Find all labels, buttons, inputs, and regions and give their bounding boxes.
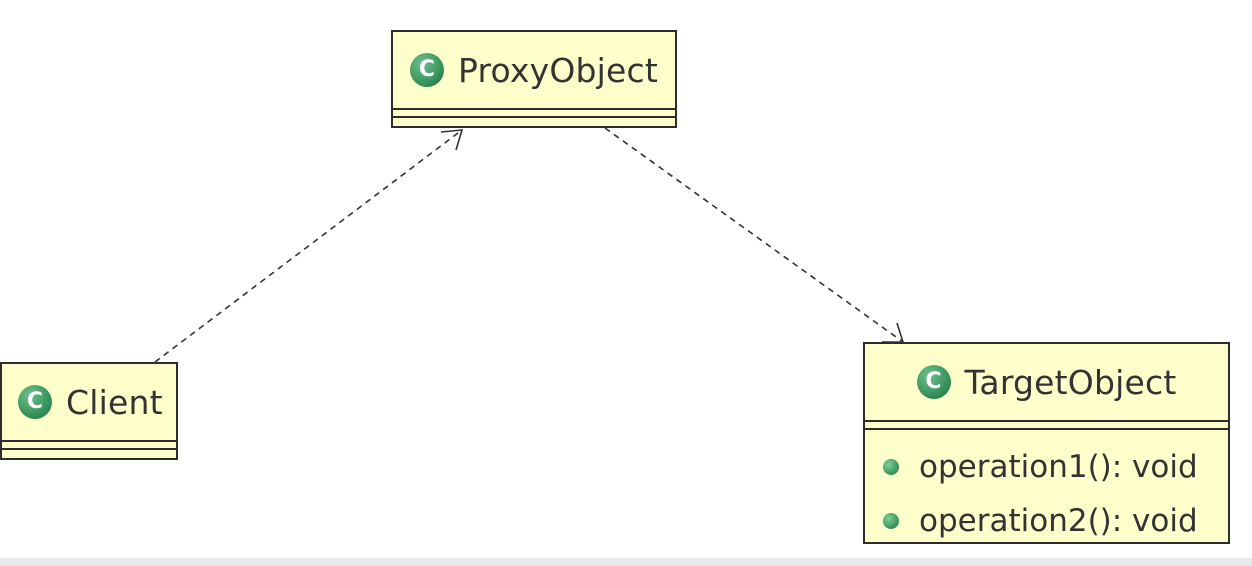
attributes-section-client — [2, 442, 176, 450]
class-icon: C — [18, 385, 52, 419]
class-name-proxyobject: ProxyObject — [457, 50, 659, 90]
class-icon: C — [916, 365, 951, 399]
method-row[interactable]: operation1(): void — [883, 440, 1228, 494]
class-header-targetobject: C TargetObject — [865, 344, 1228, 422]
class-header-client: C Client — [2, 364, 176, 442]
dependency-arrowhead-target — [882, 322, 905, 343]
method-signature: operation2(): void — [919, 503, 1198, 539]
class-name-client: Client — [66, 382, 163, 422]
dependency-arrowhead-proxy — [440, 129, 464, 151]
method-row[interactable]: operation2(): void — [883, 494, 1228, 548]
class-icon: C — [409, 53, 444, 87]
class-box-targetobject[interactable]: C TargetObject operation1(): void operat… — [863, 342, 1230, 544]
class-name-targetobject: TargetObject — [964, 362, 1177, 402]
method-signature: operation1(): void — [919, 449, 1198, 485]
dependency-proxy-to-target[interactable] — [604, 127, 904, 343]
operations-section-proxyobject — [393, 118, 675, 126]
attributes-section-proxyobject — [393, 110, 675, 118]
class-header-proxyobject: C ProxyObject — [393, 32, 675, 110]
bottom-border-strip — [0, 558, 1252, 566]
operations-section-client — [2, 450, 176, 458]
dependency-client-to-proxy[interactable] — [154, 129, 463, 363]
operations-section-targetobject: operation1(): void operation2(): void — [865, 430, 1228, 548]
class-box-client[interactable]: C Client — [0, 362, 178, 460]
public-method-icon — [883, 513, 899, 529]
class-box-proxyobject[interactable]: C ProxyObject — [391, 30, 677, 128]
attributes-section-targetobject — [865, 422, 1228, 430]
public-method-icon — [883, 459, 899, 475]
